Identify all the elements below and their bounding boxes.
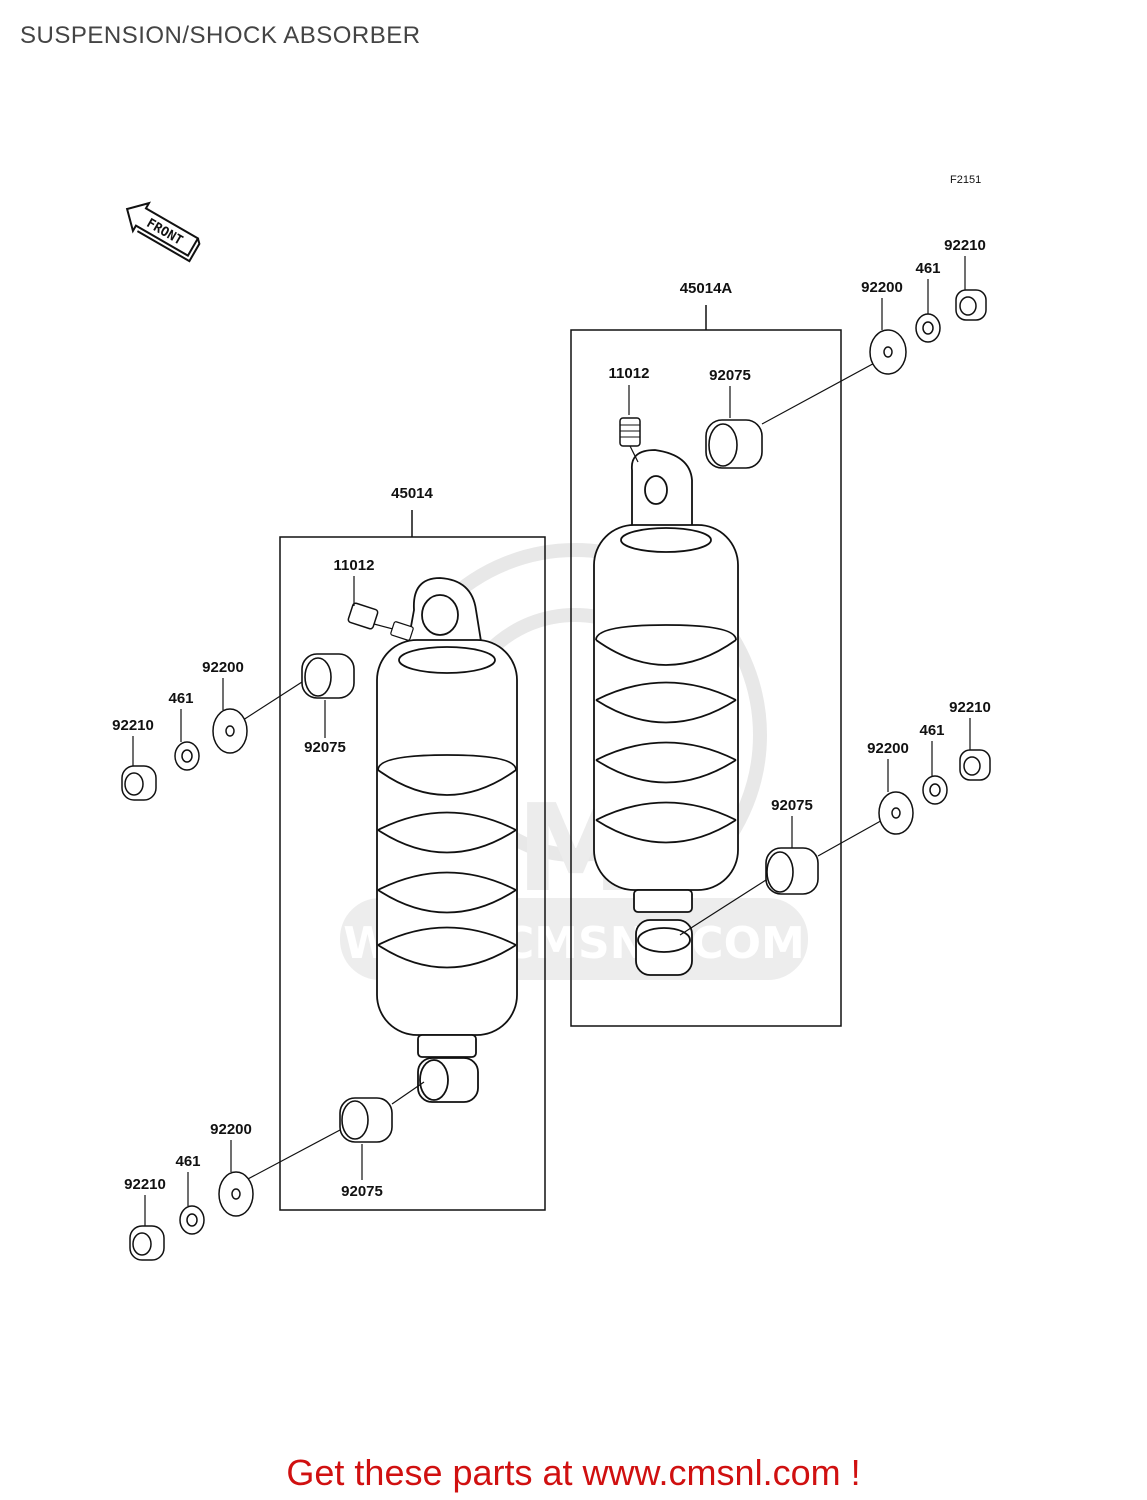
callout-right-top-92200: 92200 [861,279,903,296]
callout-right-bottom-461: 461 [919,722,944,739]
washer [869,329,907,375]
assembly-bracket [570,305,842,1027]
left-top-hardware: 92200 461 92210 [112,659,303,801]
right-bottom-hardware: 92200 461 92210 [817,699,991,857]
grease-fitting [347,602,414,641]
collar [922,775,948,805]
collar [179,1205,205,1235]
callout-right-11012: 11012 [609,365,650,382]
figure-ref: F2151 [950,174,981,186]
top-bushing [301,653,355,699]
assembly-45014: 45014 11012 92 [279,485,546,1211]
right-top-hardware: 92200 461 92210 [761,237,987,425]
callout-left-11012: 11012 [334,557,375,574]
washer [212,708,248,754]
callout-left-top-92200: 92200 [202,659,244,676]
nut [121,765,157,801]
callout-right-bottom-92200: 92200 [867,740,909,757]
callout-right-bottom-92210: 92210 [949,699,991,716]
exploded-parts-diagram: CMS WWW.CMSNL.COM F2151 FRONT 45014A [112,174,991,1261]
collar [915,313,941,343]
bottom-bushing [339,1097,393,1143]
assembly-45014a: 45014A 110 [570,280,842,1027]
assembly-bracket [279,510,546,1211]
callout-left-top-461: 461 [168,690,193,707]
callout-45014: 45014 [391,485,433,502]
callout-right-bottom-92075: 92075 [771,797,813,814]
callout-left-top-92210: 92210 [112,717,154,734]
nut [955,289,987,321]
callout-45014a: 45014A [680,280,733,297]
page-title: SUSPENSION/SHOCK ABSORBER [20,22,421,49]
collar [174,741,200,771]
callout-left-bottom-92075: 92075 [341,1183,383,1200]
nut [959,749,991,781]
callout-right-top-92210: 92210 [944,237,986,254]
washer [218,1171,254,1217]
grease-fitting [619,417,641,463]
top-bushing [705,419,763,469]
left-bottom-hardware: 92200 461 92210 [124,1121,341,1261]
callout-left-bottom-461: 461 [175,1153,200,1170]
washer [878,791,914,835]
callout-right-top-461: 461 [915,260,940,277]
bottom-bushing [765,847,819,895]
shock-absorber [376,577,518,1103]
front-direction-arrow-icon: FRONT [125,201,201,263]
callout-left-top-92075: 92075 [304,739,346,756]
shock-absorber [593,449,739,976]
nut [129,1225,165,1261]
callout-right-top-92075: 92075 [709,367,751,384]
promo-link[interactable]: Get these parts at www.cmsnl.com ! [286,1452,861,1493]
callout-left-bottom-92210: 92210 [124,1176,166,1193]
callout-left-bottom-92200: 92200 [210,1121,252,1138]
